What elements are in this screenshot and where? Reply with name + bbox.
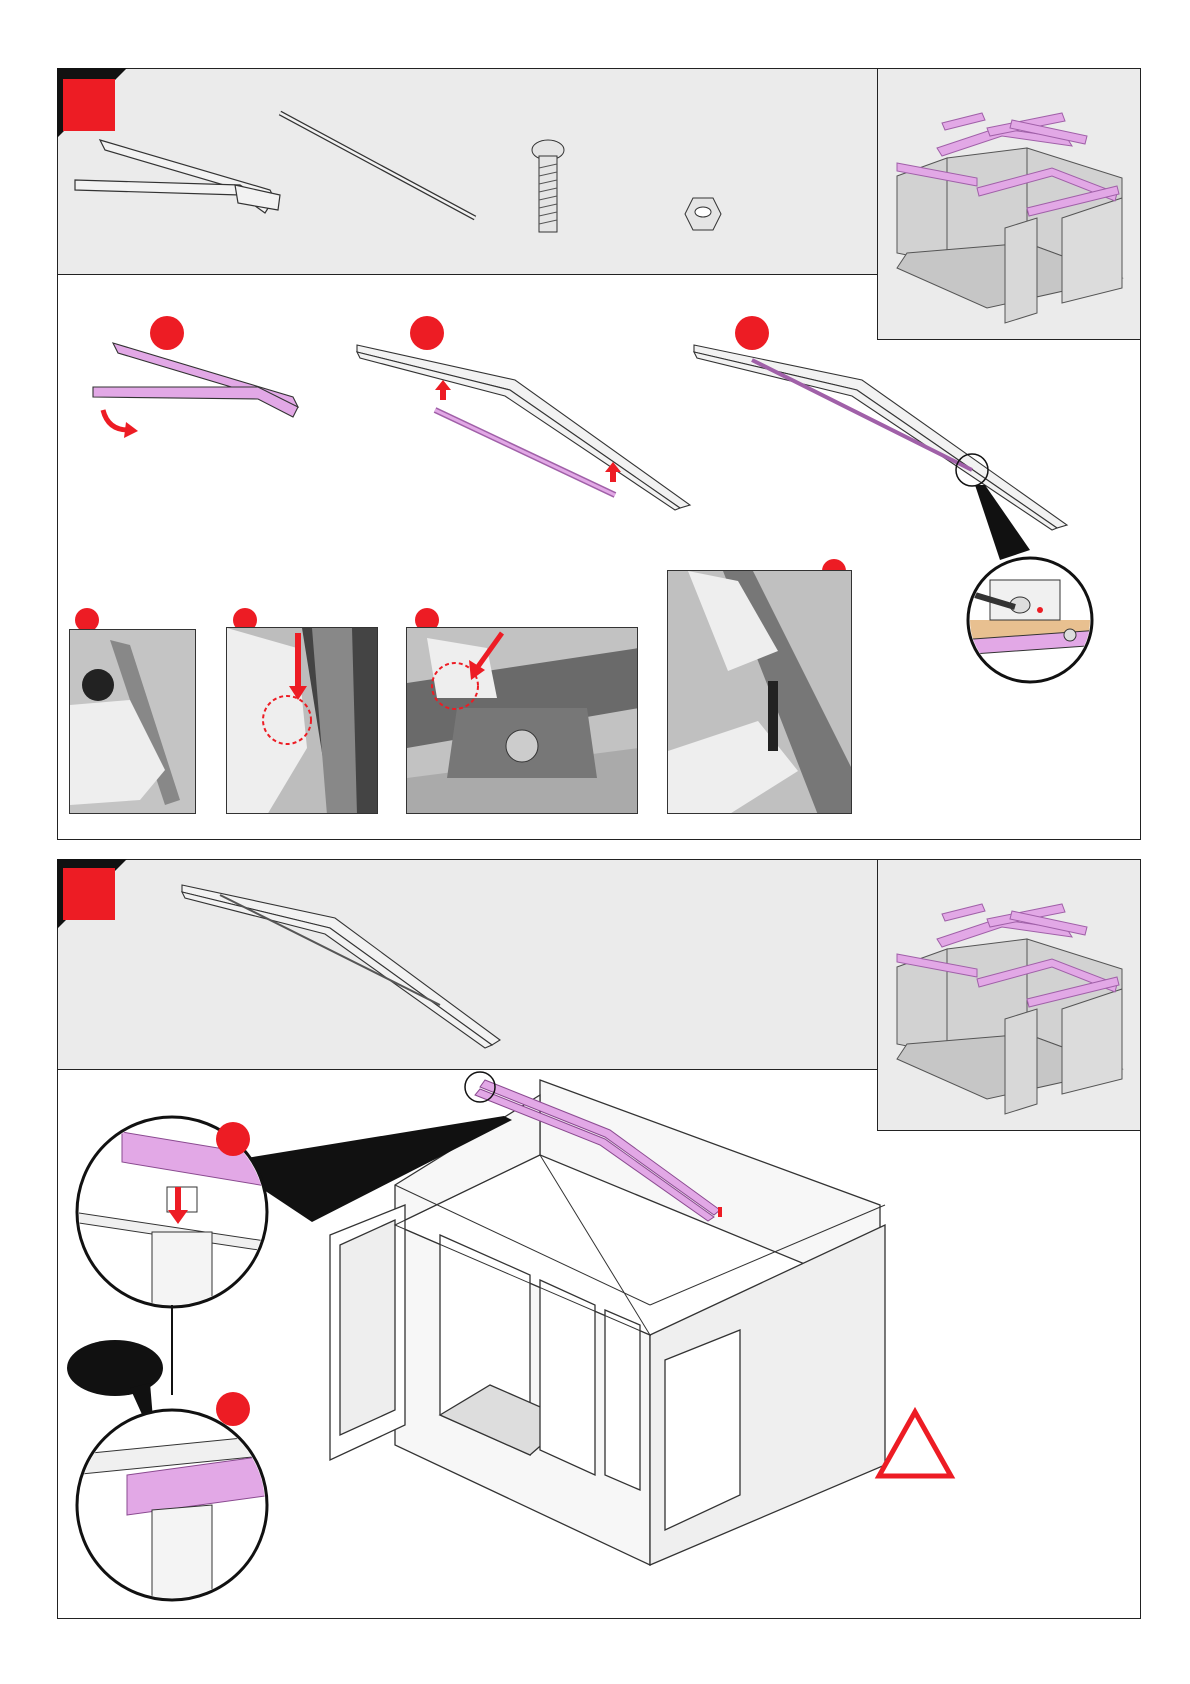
detail-marker-2 [216, 1392, 250, 1426]
hex-nut-icon [683, 196, 723, 232]
photo-step-1 [69, 629, 196, 814]
photo-step-3 [406, 627, 638, 814]
photo-step-2 [226, 627, 378, 814]
beam-seat-detail-top [72, 1102, 592, 1332]
step-marker-lower [63, 868, 115, 920]
warning-icon [875, 1408, 955, 1480]
shed-overview-icon-lower [877, 859, 1141, 1131]
assembled-beam-part [180, 880, 505, 1050]
beam-halves-part [70, 135, 280, 225]
beam-unfold-diagram [88, 335, 308, 445]
bolt-icon [528, 138, 568, 238]
detail-marker-1 [216, 1122, 250, 1156]
photo-step-4 [667, 570, 852, 814]
rod-insert-diagram [355, 340, 695, 515]
step-marker-upper [63, 79, 115, 131]
shed-overview-icon [877, 68, 1141, 340]
bolt-detail-callout [960, 485, 1100, 685]
beam-seat-detail-bottom [72, 1395, 292, 1615]
metal-rod-part [275, 108, 485, 228]
